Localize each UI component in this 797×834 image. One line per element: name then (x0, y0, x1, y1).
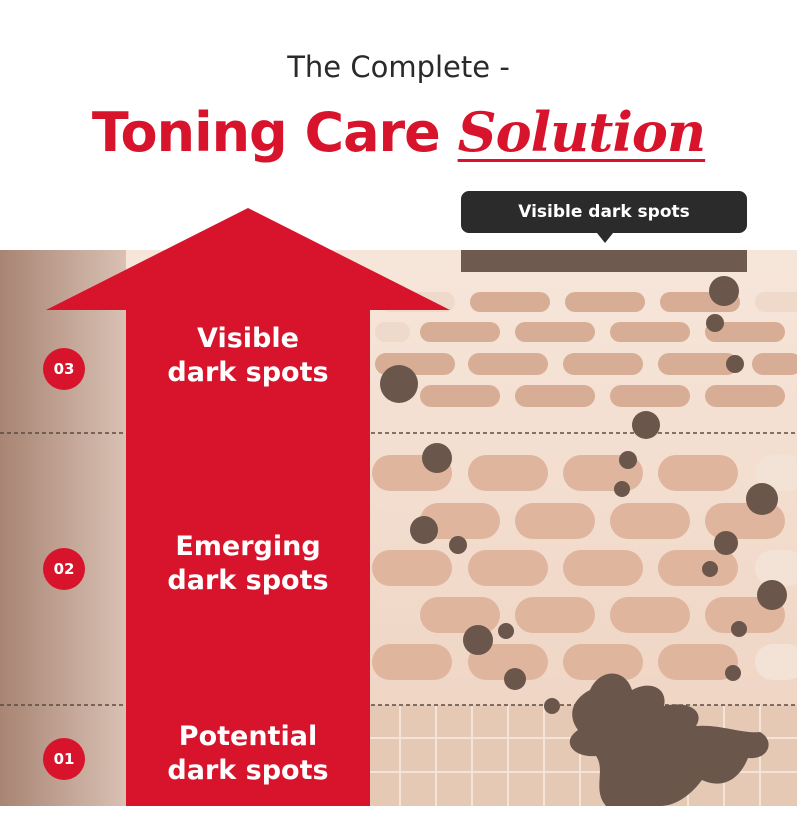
subtitle: The Complete - (287, 50, 510, 84)
page-title: Toning Care Solution (0, 100, 797, 164)
pigment-splash (569, 673, 769, 806)
skin-cells-middle (372, 455, 785, 680)
title-emphasis: Solution (457, 100, 707, 164)
stage-label-03: Visible dark spots (126, 322, 370, 390)
skin-cells-top (375, 292, 797, 407)
stage-label-02: Emerging dark spots (126, 530, 370, 598)
stage-badge-03: 03 (43, 348, 85, 390)
stage-badge-02: 02 (43, 548, 85, 590)
stage-label-line: Emerging (175, 531, 321, 562)
callout-pointer (597, 233, 613, 243)
left-skin-band (0, 250, 126, 806)
visible-spots-callout: Visible dark spots (461, 191, 747, 233)
stage-label-line: Potential (178, 721, 318, 752)
title-main: Toning Care (91, 101, 458, 164)
stage-badge-01: 01 (43, 738, 85, 780)
surface-dark-strip (461, 250, 747, 272)
dark-spots (380, 276, 787, 806)
stage-label-line: dark spots (167, 755, 329, 786)
upward-arrow (46, 208, 450, 806)
skin-cells-middle-faint (755, 455, 797, 680)
stage-label-line: dark spots (167, 565, 329, 596)
stage-label-01: Potential dark spots (126, 720, 370, 788)
bottom-fade (0, 806, 797, 834)
stage-label-line: Visible (197, 323, 299, 354)
stage-label-line: dark spots (167, 357, 329, 388)
